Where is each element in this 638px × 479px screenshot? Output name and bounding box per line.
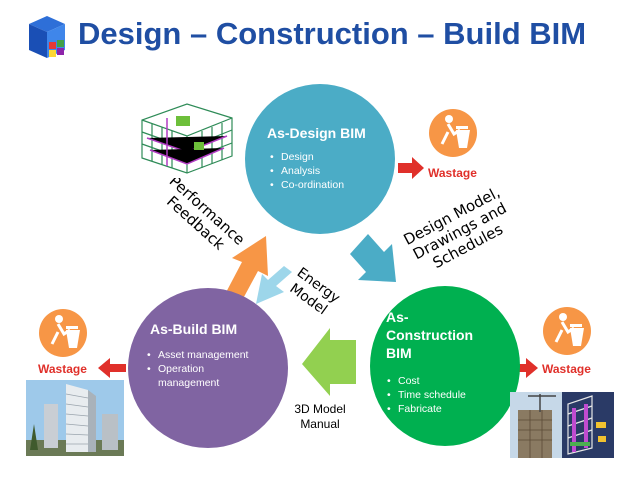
trash-bin-icon xyxy=(429,109,477,157)
list-item: Co-ordination xyxy=(269,178,344,192)
construction-to-build-arrow xyxy=(302,328,356,396)
list-item: Asset management xyxy=(146,348,256,362)
wastage-arrow-top xyxy=(398,157,424,179)
list-item: Analysis xyxy=(269,164,344,178)
as-build-list: Asset management Operation management xyxy=(146,348,256,390)
3d-model-manual-label: 3D Model Manual xyxy=(294,402,346,431)
as-design-list: Design Analysis Co-ordination xyxy=(269,150,344,192)
as-construction-list: Cost Time schedule Fabricate xyxy=(386,374,506,416)
trash-bin-icon xyxy=(543,307,591,355)
as-design-title: As-Design BIM xyxy=(267,125,366,141)
as-construction-title: As- Construction BIM xyxy=(386,309,474,361)
list-item: Fabricate xyxy=(386,402,506,416)
wastage-label-right: Wastage xyxy=(542,362,591,376)
as-construction-bim-circle: As- Construction BIM Cost Time schedule … xyxy=(370,286,520,446)
design-to-construction-arrow xyxy=(350,234,396,282)
wastage-arrow-right xyxy=(512,358,538,378)
list-item: Cost xyxy=(386,374,506,388)
as-build-title: As-Build BIM xyxy=(150,321,238,337)
logo-icon xyxy=(29,16,65,58)
trash-bin-icon xyxy=(39,309,87,357)
list-item: Design xyxy=(269,150,344,164)
as-build-bim-circle: As-Build BIM Asset management Operation … xyxy=(128,288,288,448)
page-title: Design – Construction – Build BIM xyxy=(78,16,587,51)
construction-site-image xyxy=(510,392,614,458)
wastage-label-left: Wastage xyxy=(38,362,87,376)
energy-model-arrow xyxy=(256,266,292,304)
as-design-bim-circle: As-Design BIM Design Analysis Co-ordinat… xyxy=(245,84,395,234)
tower-building-image xyxy=(26,380,124,456)
building-model-image xyxy=(132,98,242,178)
wastage-label-top: Wastage xyxy=(428,166,477,180)
list-item: Time schedule xyxy=(386,388,506,402)
wastage-arrow-left xyxy=(98,358,126,378)
performance-feedback-arrow xyxy=(222,236,268,308)
list-item: Operation management xyxy=(146,362,256,390)
